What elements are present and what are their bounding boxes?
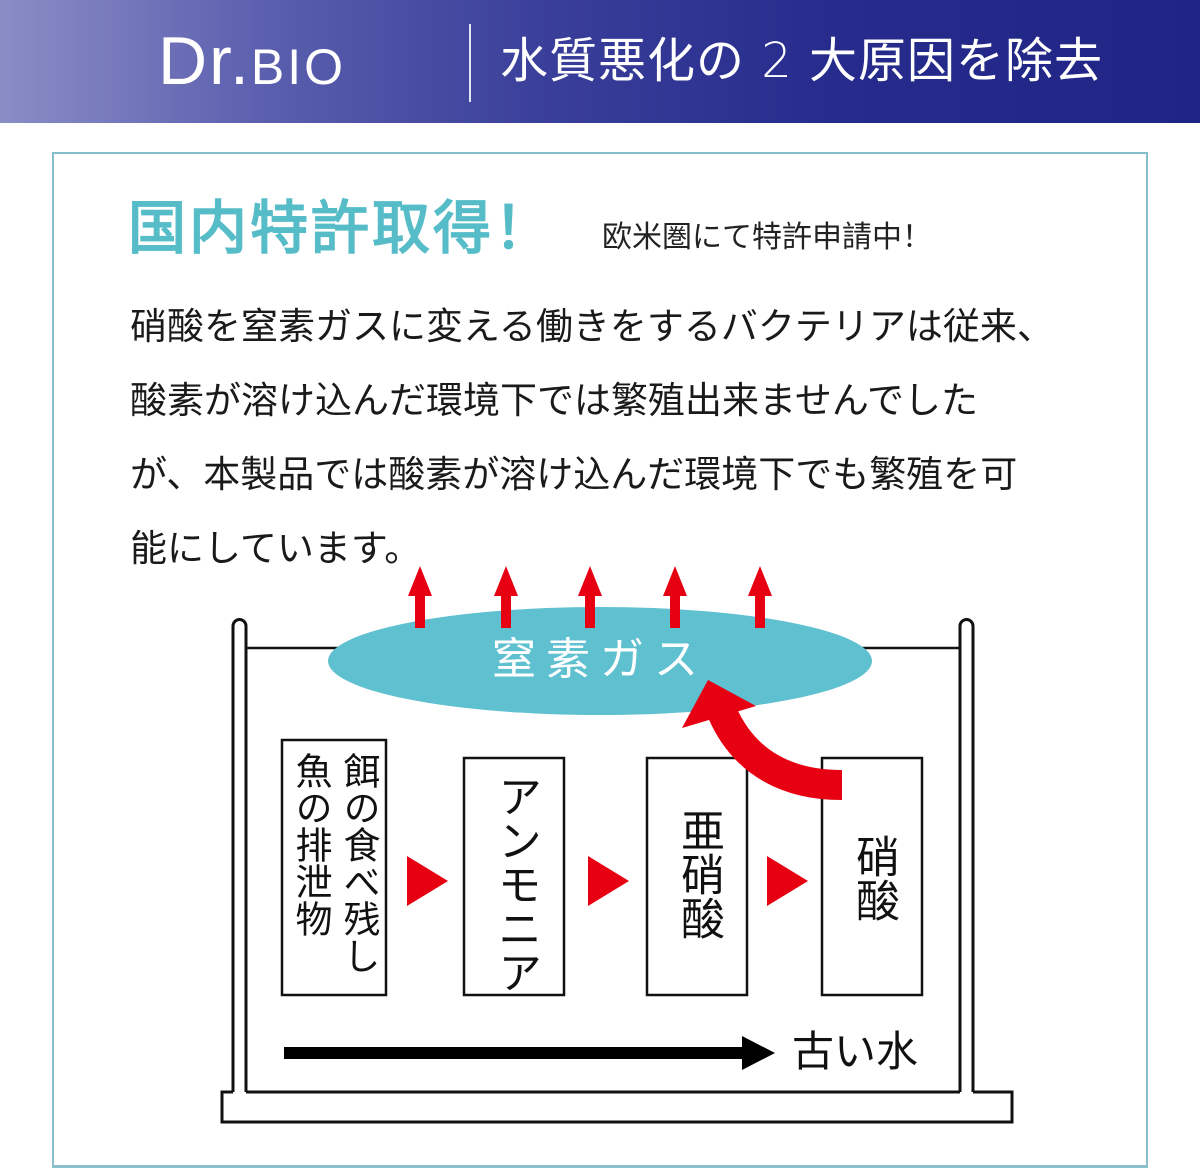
up-arrow-icon bbox=[494, 566, 518, 628]
patent-headline: 国内特許取得！ bbox=[128, 194, 556, 262]
header-banner: Dr.BIO 水質悪化の 2 大原因を除去 bbox=[0, 0, 1200, 123]
description-line: 酸素が溶け込んだ環境下では繁殖出来ませんでした bbox=[130, 379, 979, 422]
up-arrow-icon bbox=[408, 566, 432, 628]
right-triangle-icon bbox=[407, 856, 448, 906]
header-tagline: 水質悪化の 2 大原因を除去 bbox=[500, 33, 1104, 89]
description-line: 硝酸を窒素ガスに変える働きをするバクテリアは従来、 bbox=[130, 305, 1054, 348]
stage-arrows bbox=[407, 856, 808, 906]
curved-arrow-icon bbox=[682, 680, 843, 800]
timeline-arrow-icon bbox=[284, 1036, 775, 1070]
description-line: が、本製品では酸素が溶け込んだ環境下でも繁殖を可 bbox=[130, 453, 1018, 496]
brand-logo: Dr.BIO bbox=[158, 26, 346, 96]
description: 硝酸を窒素ガスに変える働きをするバクテリアは従来、 酸素が溶け込んだ環境下では繁… bbox=[130, 290, 1090, 586]
up-arrow-icon bbox=[663, 566, 687, 628]
brand-secondary: BIO bbox=[250, 39, 347, 95]
nitrogen-gas-cloud bbox=[328, 607, 872, 715]
content-frame bbox=[52, 152, 1148, 1168]
right-triangle-icon bbox=[588, 856, 629, 906]
stage-box-waste bbox=[280, 738, 388, 997]
stage-label-nitrate: 硝酸 bbox=[848, 834, 899, 922]
right-triangle-icon bbox=[767, 856, 808, 906]
patent-subline: 欧米圏にて特許申請中！ bbox=[602, 220, 932, 255]
brand-primary: Dr. bbox=[158, 23, 251, 99]
up-arrow-icon bbox=[748, 566, 772, 628]
gas-release-arrows bbox=[408, 566, 772, 628]
stage-label-fish-waste: 魚の排泄物 bbox=[289, 752, 332, 937]
up-arrow-icon bbox=[578, 566, 602, 628]
stage-box-ammonia bbox=[462, 756, 566, 997]
stage-label-food-waste: 餌の食べ残し bbox=[337, 752, 380, 974]
stage-label-ammonia: アンモニア bbox=[490, 774, 541, 994]
stage-boxes bbox=[280, 738, 924, 997]
header-divider bbox=[469, 24, 471, 102]
nitrogen-gas-label: 窒素ガス bbox=[492, 634, 708, 685]
stage-box-nitrite bbox=[645, 756, 749, 997]
tank-outline bbox=[220, 618, 1014, 1124]
stage-label-nitrite: 亜硝酸 bbox=[673, 808, 724, 940]
description-line: 能にしています。 bbox=[130, 527, 422, 570]
old-water-label: 古い水 bbox=[792, 1027, 919, 1076]
